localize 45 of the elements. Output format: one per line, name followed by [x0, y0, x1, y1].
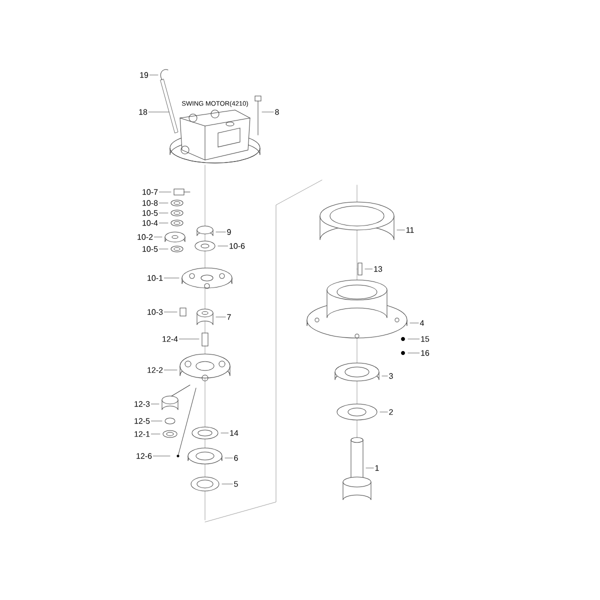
callout-number: 1 [375, 465, 379, 471]
callout-number: 12-1 [134, 431, 150, 437]
callout-number: 10-4 [142, 220, 158, 226]
leader-line [151, 420, 162, 422]
callout-number: 3 [389, 373, 393, 379]
callout-number: 10-3 [148, 309, 163, 315]
leader-line [159, 202, 168, 204]
callout-number: 15 [421, 336, 430, 342]
callout-number: 12-3 [134, 401, 150, 407]
leader-line [159, 222, 168, 224]
callout-number: 6 [234, 455, 238, 461]
callout-number: 10-5 [142, 210, 158, 216]
leader-line [149, 74, 158, 76]
callout-number: 8 [275, 109, 279, 115]
callout-number: 9 [227, 229, 231, 235]
callout-number: 7 [227, 314, 231, 320]
leader-line [154, 236, 162, 238]
callout-number: 2 [389, 409, 393, 415]
leader-line [220, 432, 229, 434]
callout-number: 10-6 [230, 243, 245, 249]
leader-line [159, 212, 168, 214]
callout-number: 10-2 [138, 234, 153, 240]
leader-line [410, 322, 419, 324]
callout-number: 10-1 [148, 275, 163, 281]
leader-line [408, 352, 420, 354]
leader-line [408, 338, 420, 340]
callout-number: 5 [234, 481, 238, 487]
callout-number: 12-6 [136, 453, 152, 459]
callout-number: 12-4 [162, 336, 178, 342]
callout-number: 13 [374, 266, 382, 272]
callout-number: 12-5 [134, 418, 150, 424]
callout-number: 19 [140, 72, 148, 78]
callout-number: 14 [230, 430, 238, 436]
callout-number: 10-8 [142, 200, 158, 206]
callout-number: 10-7 [142, 189, 158, 195]
leader-line [364, 268, 373, 270]
callout-number: 16 [421, 350, 430, 356]
callout-number: 12-2 [148, 367, 163, 373]
leader-line [159, 248, 168, 250]
leader-line [216, 316, 226, 318]
callout-number: 4 [420, 320, 424, 326]
callout-number: 10-5 [142, 246, 158, 252]
callout-number: 11 [406, 227, 414, 233]
callout-number: 18 [139, 109, 148, 115]
leader-line [179, 338, 200, 340]
